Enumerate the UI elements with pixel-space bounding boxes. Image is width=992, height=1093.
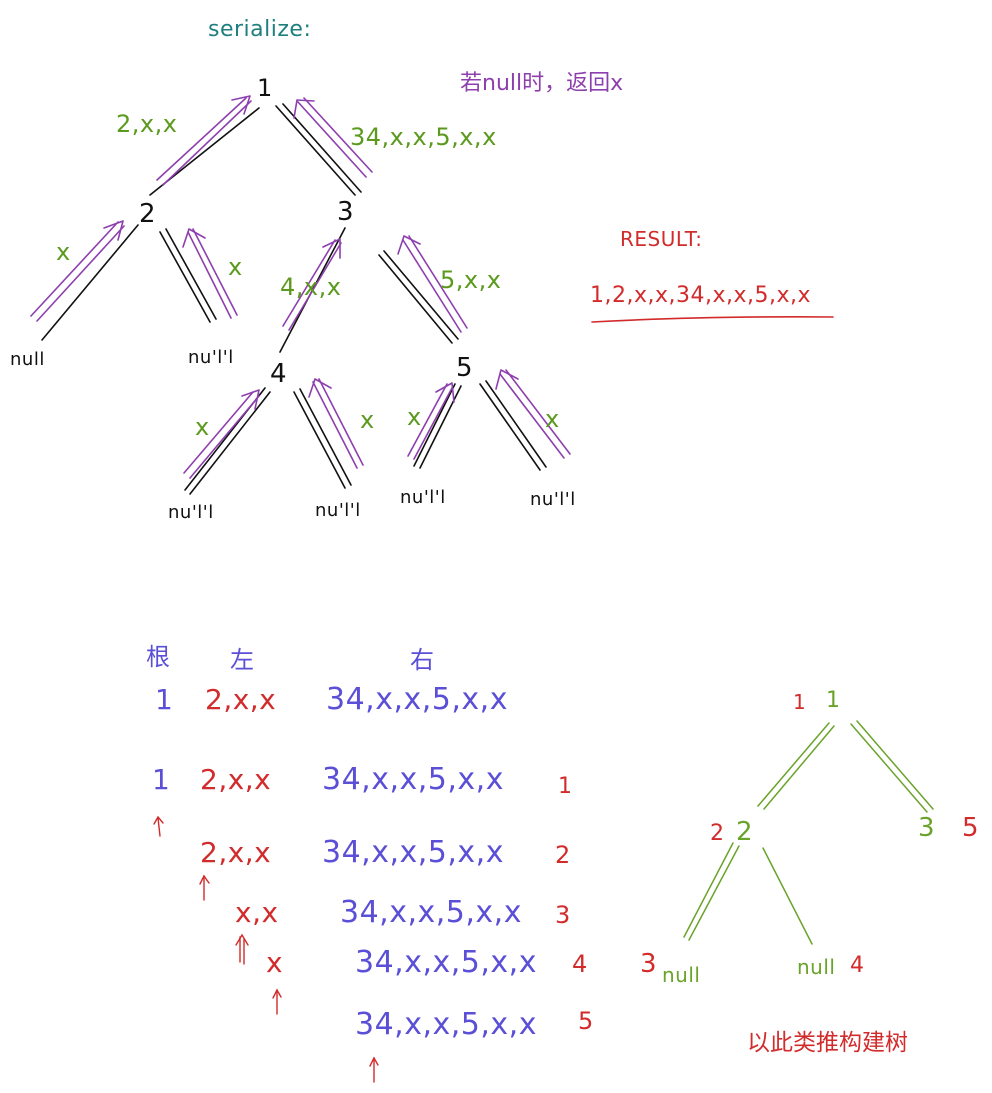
null-label: nu'l'l xyxy=(315,500,361,521)
header-root: 根 xyxy=(146,643,170,671)
row4-step: 4 xyxy=(572,950,588,978)
return-x: x xyxy=(56,238,71,266)
tree-null-right: null xyxy=(797,955,835,979)
tree-red-5: 5 xyxy=(962,813,979,843)
row2-right: 34,x,x,5,x,x xyxy=(322,835,504,870)
null-label: nu'l'l xyxy=(400,487,446,508)
row0-left: 2,x,x xyxy=(205,683,276,716)
row1-right: 34,x,x,5,x,x xyxy=(322,762,504,797)
tree-node-3: 3 xyxy=(918,813,935,843)
return-from-5: 5,x,x xyxy=(440,266,501,294)
tree-red-3: 3 xyxy=(640,949,657,979)
tree-null-left: null xyxy=(662,963,700,987)
row4-right: 34,x,x,5,x,x xyxy=(355,945,537,980)
null-label: nu'l'l xyxy=(168,502,214,523)
row2-left: 2,x,x xyxy=(200,836,271,869)
return-left-of-root: 2,x,x xyxy=(116,110,177,138)
result-value: 1,2,x,x,34,x,x,5,x,x xyxy=(590,283,811,308)
row5-step: 5 xyxy=(578,1007,594,1035)
return-x: x xyxy=(360,406,375,434)
row3-left: x,x xyxy=(235,896,279,929)
row5-right: 34,x,x,5,x,x xyxy=(355,1007,537,1042)
row3-step: 3 xyxy=(555,901,571,929)
node-5: 5 xyxy=(456,353,473,383)
header-right: 右 xyxy=(410,646,434,674)
return-x: x xyxy=(195,413,210,441)
pointer-arrows xyxy=(153,815,379,1083)
row1-left: 2,x,x xyxy=(200,763,271,796)
rebuilt-tree-edges xyxy=(683,720,934,945)
result-underline xyxy=(591,316,834,323)
null-label: nu'l'l xyxy=(188,347,234,368)
null-label: nu'l'l xyxy=(530,489,576,510)
tree-node-2: 2 xyxy=(736,817,753,847)
null-label: null xyxy=(10,349,45,370)
row3-right: 34,x,x,5,x,x xyxy=(340,895,522,930)
row0-root: 1 xyxy=(155,683,173,716)
return-from-4: 4,x,x xyxy=(280,273,341,301)
null-rule-note: 若null时，返回x xyxy=(460,71,623,96)
result-label: RESULT: xyxy=(620,227,703,251)
tree-root: 1 xyxy=(826,688,841,713)
node-3: 3 xyxy=(337,197,354,227)
tree-red-4: 4 xyxy=(850,953,865,978)
caption: 以此类推构建树 xyxy=(747,1030,908,1056)
return-x: x xyxy=(407,403,422,431)
row2-step: 2 xyxy=(555,841,571,869)
row0-right: 34,x,x,5,x,x xyxy=(326,682,508,717)
node-2: 2 xyxy=(139,199,156,229)
return-arrows xyxy=(30,95,571,479)
return-x: x xyxy=(228,253,243,281)
tree-red-2: 2 xyxy=(710,821,725,846)
return-right-of-root: 34,x,x,5,x,x xyxy=(350,123,497,151)
row4-left: x xyxy=(266,946,283,979)
tree-red-1: 1 xyxy=(793,690,806,714)
row1-step: 1 xyxy=(558,774,573,799)
node-1: 1 xyxy=(257,74,273,102)
row1-lead: 1 xyxy=(152,763,170,796)
node-4: 4 xyxy=(270,359,287,389)
return-x: x xyxy=(545,405,560,433)
diagram-title: serialize: xyxy=(208,17,311,42)
header-left: 左 xyxy=(230,646,254,674)
